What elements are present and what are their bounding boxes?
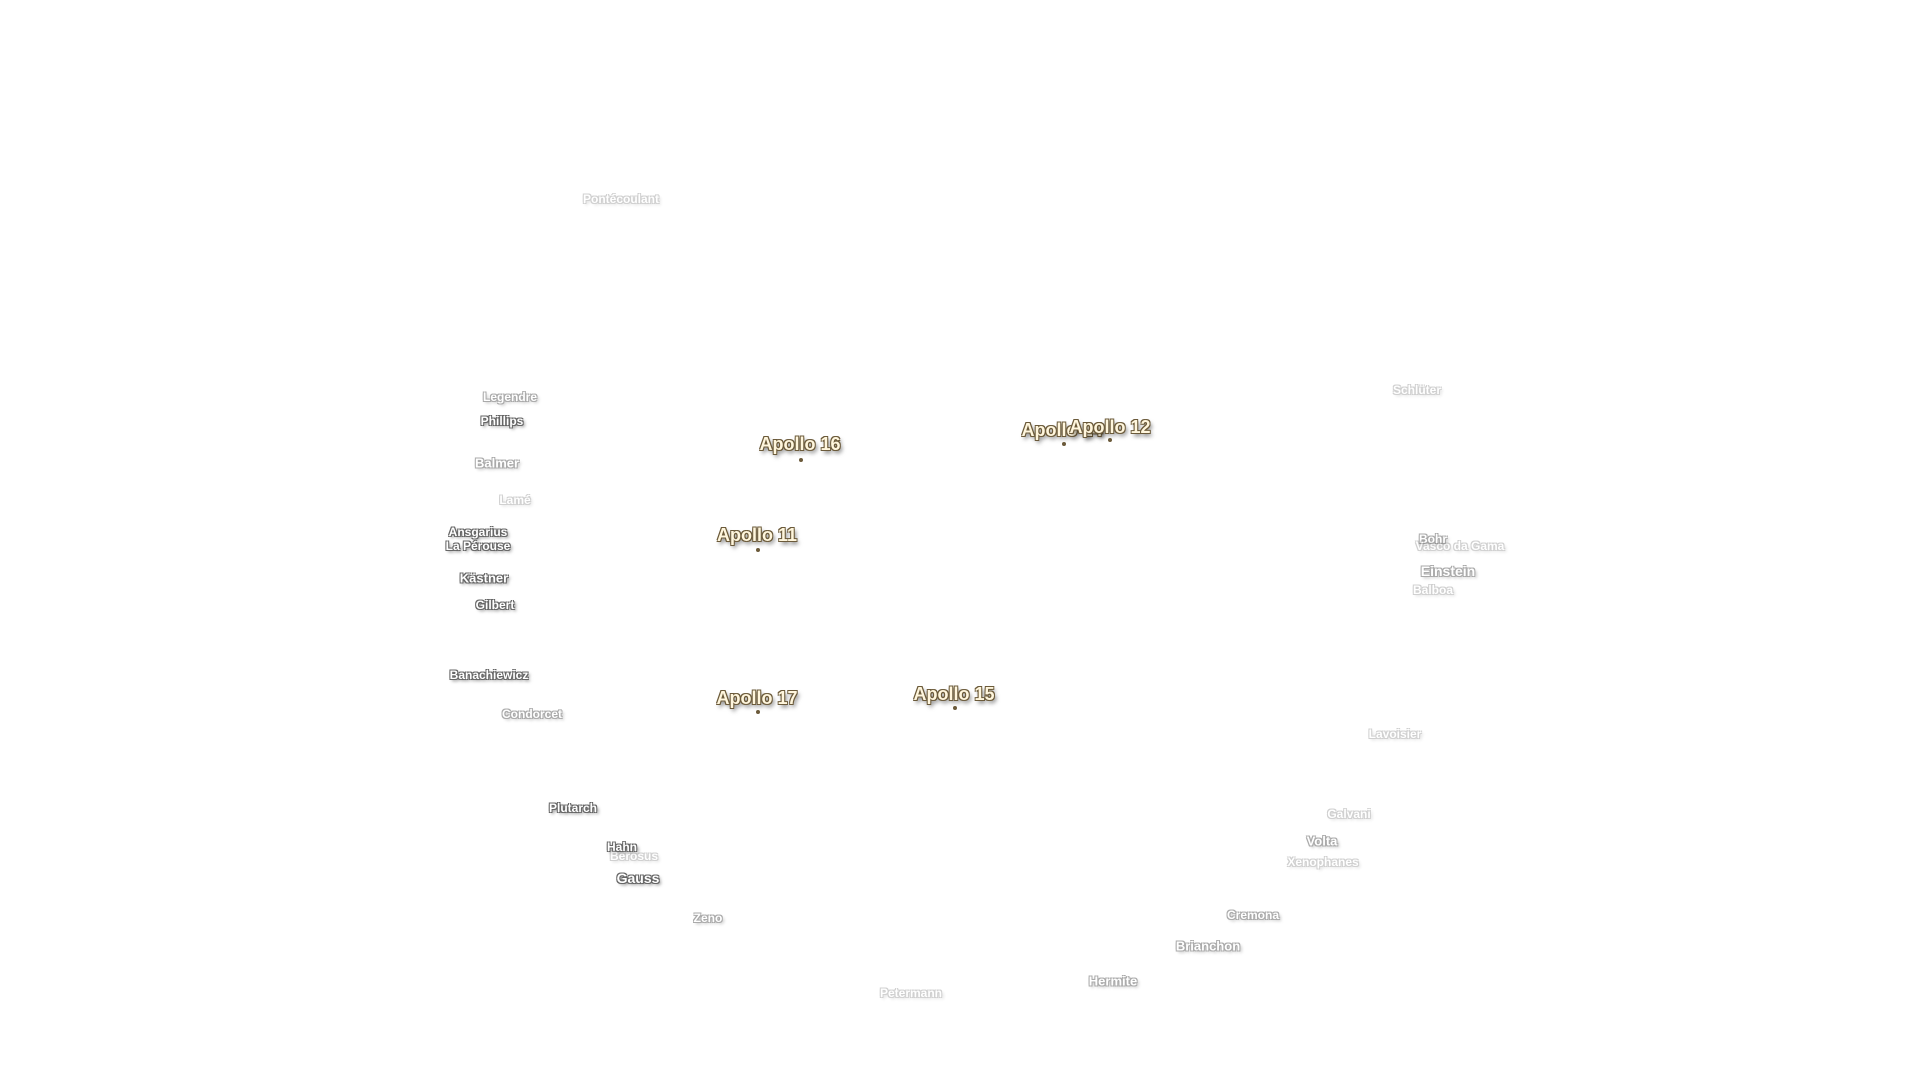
crater-petermann-label[interactable]: Petermann [879,986,943,1000]
apollo-16-marker[interactable] [799,458,803,462]
crater-ansgarius-label[interactable]: Ansgarius [448,525,508,539]
crater-berosus-label[interactable]: Berosus [609,849,659,863]
crater-la-perouse-label[interactable]: La Pérouse [445,539,511,553]
crater-pontecoulant-label[interactable]: Pontécoulant [582,192,660,206]
apollo-12-marker[interactable] [1108,438,1112,442]
crater-zeno-label[interactable]: Zeno [693,911,723,925]
crater-hermite-label[interactable]: Hermite [1088,973,1138,989]
crater-lame-label[interactable]: Lamé [499,493,531,507]
apollo-11-label[interactable]: Apollo 11 [716,525,798,545]
crater-gilbert-label[interactable]: Gilbert [475,598,515,612]
apollo-15-label[interactable]: Apollo 15 [913,684,995,704]
apollo-15-marker[interactable] [953,706,957,710]
apollo-12-label[interactable]: Apollo 12 [1069,417,1151,437]
crater-banachiewicz-label[interactable]: Banachiewicz [449,668,529,682]
crater-gauss-label[interactable]: Gauss [616,870,660,886]
crater-condorcet-label[interactable]: Condorcet [502,707,562,721]
crater-lavoisier-label[interactable]: Lavoisier [1368,727,1422,741]
crater-volta-label[interactable]: Volta [1306,833,1338,849]
apollo-14-label[interactable]: Apollo 14 [1021,420,1103,440]
crater-phillips-label[interactable]: Phillips [480,414,524,428]
crater-bohr-label[interactable]: Bohr [1419,532,1447,546]
crater-schluter-label[interactable]: Schlüter [1392,383,1442,397]
apollo-16-label[interactable]: Apollo 16 [759,434,841,454]
crater-plutarch-label[interactable]: Plutarch [548,801,598,815]
crater-balmer-label[interactable]: Balmer [474,455,520,471]
apollo-14-marker[interactable] [1062,442,1066,446]
apollo-17-label[interactable]: Apollo 17 [716,688,798,708]
crater-legendre-label[interactable]: Legendre [482,390,538,404]
crater-einstein-label[interactable]: Einstein [1420,563,1476,579]
crater-vasco-da-gama-label[interactable]: Vasco da Gama [1415,539,1505,553]
crater-hahn-label[interactable]: Hahn [607,840,637,854]
crater-xenophanes-label[interactable]: Xenophanes [1287,855,1359,869]
crater-cremona-label[interactable]: Cremona [1226,908,1280,922]
apollo-11-marker[interactable] [756,548,760,552]
apollo-17-marker[interactable] [756,710,760,714]
crater-brianchon-label[interactable]: Brianchon [1175,938,1241,954]
crater-kastner-label[interactable]: Kästner [459,570,509,586]
crater-galvani-label[interactable]: Galvani [1327,807,1371,821]
crater-balboa-label[interactable]: Balboa [1412,583,1454,597]
